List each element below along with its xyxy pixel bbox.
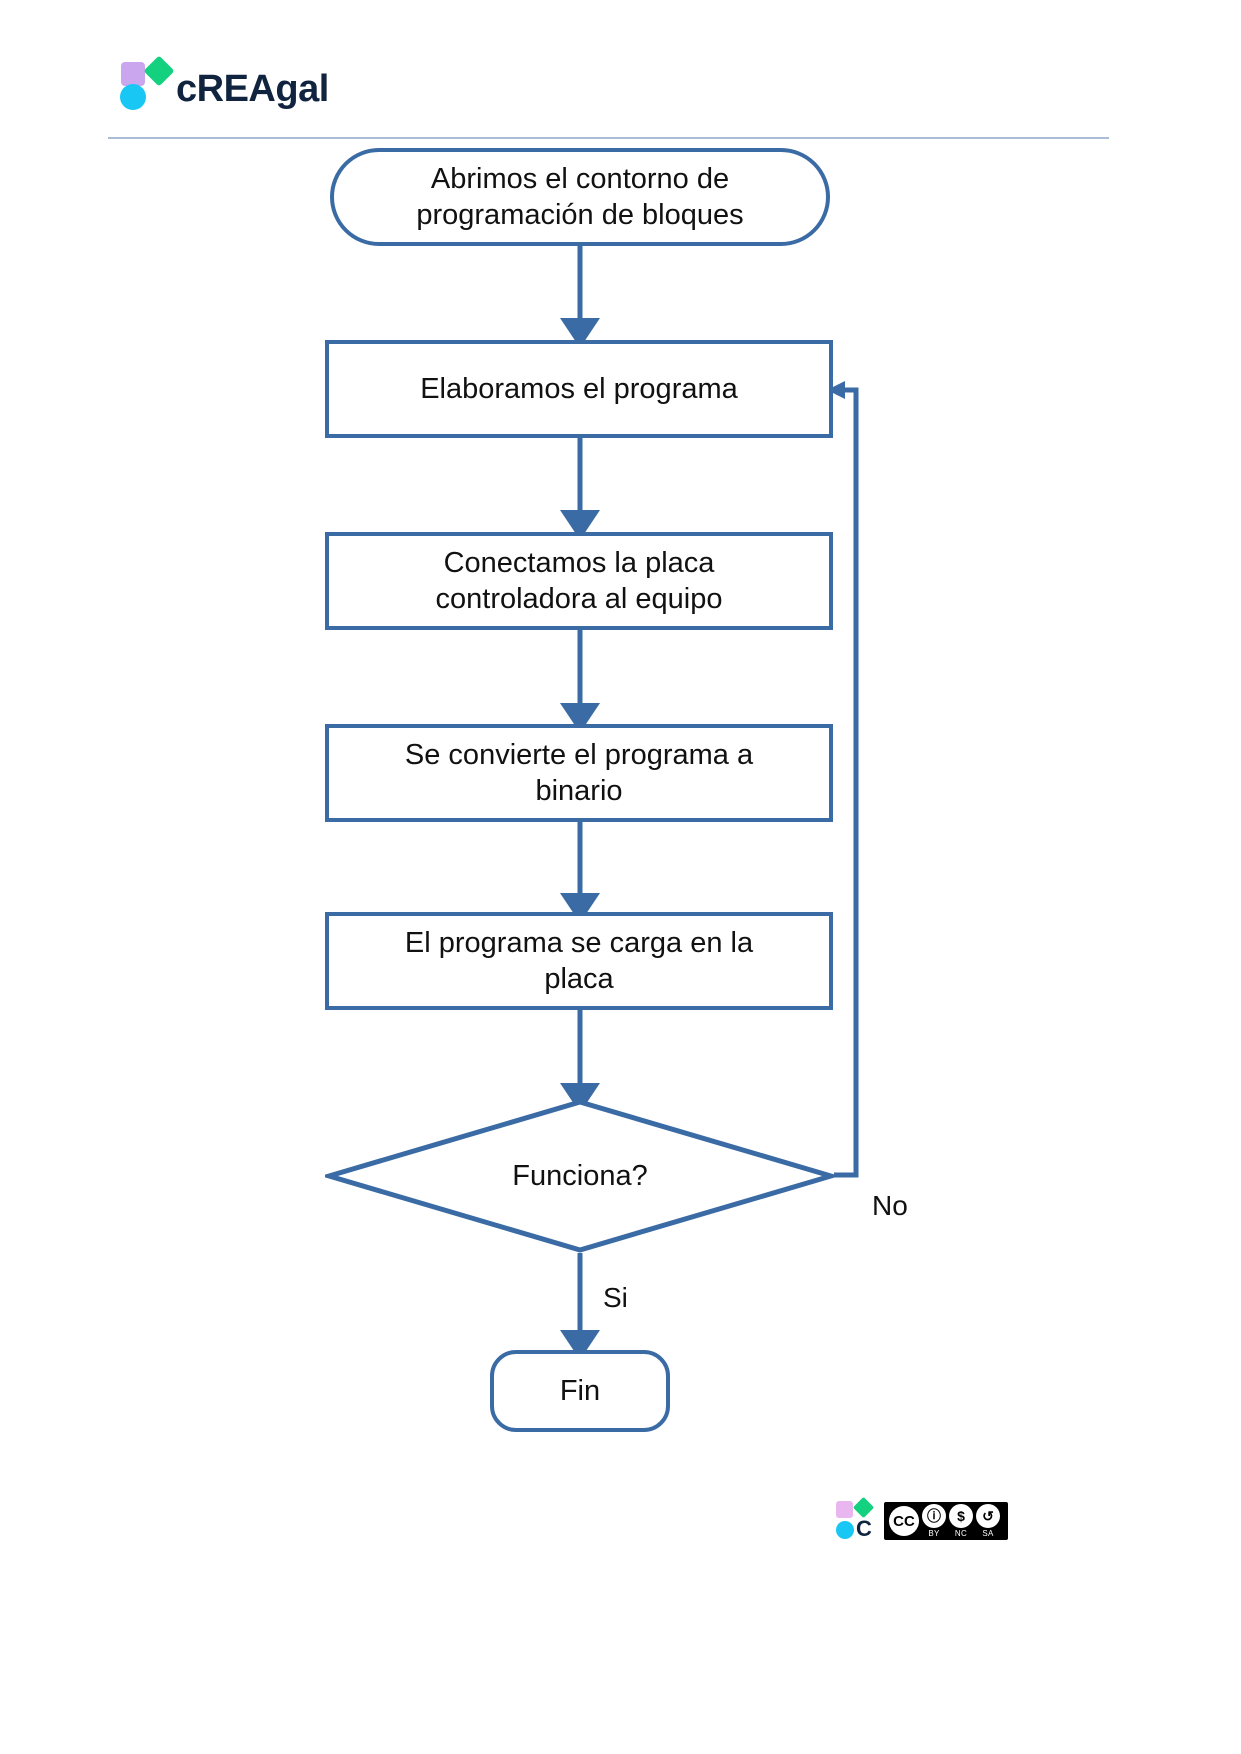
flow-node-decision[interactable]: Funciona? <box>325 1098 835 1254</box>
connector-loop-arrowhead <box>827 381 845 399</box>
creative-commons-badge[interactable]: CC ⓘ BY $ NC ↺ SA <box>884 1502 1008 1540</box>
footer-diamond-icon <box>852 1496 875 1519</box>
edge-label-si: Si <box>603 1282 628 1313</box>
cc-sa-icon: ↺ SA <box>976 1504 1000 1538</box>
decision-shape <box>325 1099 835 1253</box>
footer-letter-c: C <box>856 1516 872 1541</box>
flow-node-elaborar[interactable]: Elaboramos el programa <box>325 340 833 438</box>
creagal-logo: cREAgal <box>118 55 329 110</box>
flow-node-conectar-label: Conectamos la placa controladora al equi… <box>435 546 723 615</box>
cc-logo-icon: CC <box>889 1506 919 1536</box>
flow-node-start-label: Abrimos el contorno de programación de b… <box>416 162 744 231</box>
header-divider <box>108 137 1109 139</box>
footer-license-area: C CC ⓘ BY $ NC ↺ SA <box>836 1496 1008 1542</box>
flow-node-fin[interactable]: Fin <box>490 1350 670 1432</box>
cc-by-icon: ⓘ BY <box>922 1504 946 1538</box>
footer-logo-marks: C <box>836 1496 878 1542</box>
flow-node-fin-label: Fin <box>559 1374 601 1407</box>
flow-node-convertir-label: Se convierte el programa a binario <box>404 738 754 807</box>
logo-wordmark: cREAgal <box>176 68 329 110</box>
logo-marks <box>118 55 176 110</box>
flow-node-conectar[interactable]: Conectamos la placa controladora al equi… <box>325 532 833 630</box>
flow-node-decision-label: Funciona? <box>512 1159 648 1192</box>
logo-square-icon <box>121 62 145 86</box>
flow-node-convertir[interactable]: Se convierte el programa a binario <box>325 724 833 822</box>
footer-square-icon <box>836 1501 853 1518</box>
flow-node-elaborar-label: Elaboramos el programa <box>420 372 738 405</box>
connector-n6-n2-loop <box>834 387 859 1178</box>
page-header: cREAgal <box>0 0 1241 140</box>
edge-label-no: No <box>872 1190 908 1221</box>
flow-node-start[interactable]: Abrimos el contorno de programación de b… <box>330 148 830 246</box>
flow-node-cargar[interactable]: El programa se carga en la placa <box>325 912 833 1010</box>
logo-circle-icon <box>120 84 146 110</box>
footer-circle-icon <box>836 1521 854 1539</box>
flow-node-cargar-label: El programa se carga en la placa <box>404 926 754 995</box>
cc-nc-icon: $ NC <box>949 1504 973 1538</box>
